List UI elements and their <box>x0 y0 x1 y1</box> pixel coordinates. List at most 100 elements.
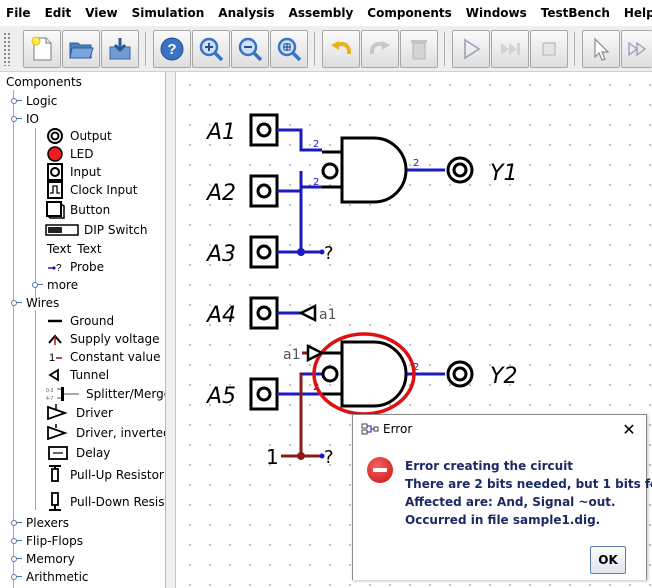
collapsed-node-icon <box>31 280 43 290</box>
tree-item-output[interactable]: Output <box>44 127 112 145</box>
tree-node-logic[interactable]: Logic <box>10 92 57 110</box>
tree-item-pull-up[interactable]: Pull-Up Resistor <box>44 465 164 484</box>
menu-assembly[interactable]: Assembly <box>288 6 354 20</box>
probe-icon: ? <box>44 258 66 276</box>
menu-view[interactable]: View <box>85 6 118 20</box>
error-message-line: Affected are: And, Signal ~out. <box>405 495 616 509</box>
collapsed-node-icon <box>10 518 22 528</box>
tree-item-label: Driver, inverted s <box>76 426 166 440</box>
probe-unknown-value: ? <box>324 243 334 264</box>
tree-item-label: DIP Switch <box>84 223 148 237</box>
tree-item-driver[interactable]: Driver <box>44 404 113 422</box>
undo-button[interactable] <box>322 30 360 68</box>
menu-analysis[interactable]: Analysis <box>218 6 275 20</box>
app-icon <box>361 423 379 435</box>
redo-button[interactable] <box>361 30 399 68</box>
tree-item-button[interactable]: Button <box>44 201 110 219</box>
step-button[interactable] <box>491 30 529 68</box>
menu-components[interactable]: Components <box>367 6 452 20</box>
zoom-fit-button[interactable] <box>270 30 308 68</box>
run-button[interactable] <box>452 30 490 68</box>
tree-item-probe[interactable]: ? Probe <box>44 258 104 276</box>
dialog-title: Error <box>383 422 413 436</box>
tree-item-label: Pull-Down Resisto <box>70 495 166 509</box>
tree-item-led[interactable]: LED <box>44 145 94 163</box>
toolbar-grip[interactable] <box>3 32 11 66</box>
bit-label: 2 <box>313 177 319 188</box>
and-gate-1[interactable] <box>340 136 408 204</box>
dialog-titlebar[interactable]: Error ✕ <box>353 415 646 443</box>
menu-testbench[interactable]: TestBench <box>540 6 610 20</box>
tree-node-plexers[interactable]: Plexers <box>10 514 69 532</box>
tree-item-ground[interactable]: Ground <box>44 312 114 330</box>
constant-value[interactable]: 1 <box>266 445 279 469</box>
menu-windows[interactable]: Windows <box>465 6 527 20</box>
new-button[interactable] <box>23 30 61 68</box>
save-button[interactable] <box>101 30 139 68</box>
error-message-line: Occurred in file sample1.dig. <box>405 513 601 527</box>
and-gate-2[interactable] <box>340 340 408 408</box>
close-icon[interactable]: ✕ <box>622 419 636 439</box>
tree-scrollbar[interactable] <box>166 72 176 588</box>
menu-help[interactable]: Help <box>623 6 652 20</box>
select-icon <box>594 37 610 61</box>
select-button[interactable] <box>582 30 620 68</box>
collapsed-node-icon <box>10 572 22 582</box>
input-a4[interactable] <box>249 296 279 330</box>
tree-item-dip-switch[interactable]: DIP Switch <box>44 221 148 239</box>
tree-node-memory[interactable]: Memory <box>10 550 75 568</box>
bit-label: 2 <box>413 158 419 169</box>
bit-label: 2 <box>413 362 419 373</box>
tree-node-arithmetic[interactable]: Arithmetic <box>10 568 89 586</box>
tree-item-label: Input <box>70 165 102 179</box>
tree-node-flip-flops[interactable]: Flip-Flops <box>10 532 83 550</box>
toolbar: ? <box>0 26 652 72</box>
tree-node-label: Wires <box>26 296 60 310</box>
input-label-a3: A3 <box>205 242 236 267</box>
menu-bar: File Edit View Simulation Analysis Assem… <box>0 0 652 26</box>
tunnel-out[interactable] <box>298 303 317 323</box>
open-button[interactable] <box>62 30 100 68</box>
invert-bubble <box>321 162 339 180</box>
tree-item-clock-input[interactable]: Clock Input <box>44 181 138 199</box>
tunnel-label: a1 <box>319 307 337 323</box>
input-label-a5: A5 <box>205 384 236 409</box>
zoom-in-button[interactable] <box>192 30 230 68</box>
tree-item-constant-value[interactable]: 1 Constant value <box>44 348 161 366</box>
menu-simulation[interactable]: Simulation <box>131 6 205 20</box>
help-button[interactable]: ? <box>153 30 191 68</box>
collapsed-node-icon <box>10 536 22 546</box>
svg-text:1: 1 <box>49 352 55 364</box>
menu-file[interactable]: File <box>6 6 31 20</box>
circuit-diagram: A1 A2 A3 A4 A5 Y1 Y2 <box>205 113 517 469</box>
tree-node-wires[interactable]: Wires <box>10 294 59 312</box>
tree-item-input[interactable]: Input <box>44 163 101 181</box>
input-label-a4: A4 <box>205 303 236 328</box>
tree-node-label: Memory <box>26 552 75 566</box>
tree-item-driver-inverted[interactable]: Driver, inverted s <box>44 424 166 442</box>
stop-button[interactable] <box>530 30 568 68</box>
tree-item-label: Pull-Up Resistor <box>70 468 164 482</box>
tree-item-pull-down[interactable]: Pull-Down Resisto <box>44 492 166 511</box>
ok-button[interactable]: OK <box>590 546 626 574</box>
delete-button[interactable] <box>400 30 438 68</box>
error-message-line: Error creating the circuit <box>405 459 574 473</box>
tree-root[interactable]: Components <box>6 73 82 91</box>
tree-item-supply-voltage[interactable]: Supply voltage <box>44 330 160 348</box>
expanded-node-icon <box>10 298 22 308</box>
tree-item-label: Constant value <box>70 350 161 364</box>
driver-inverted-icon <box>44 424 72 442</box>
error-dialog: Error ✕ Error creating the circuit There… <box>352 414 652 580</box>
tree-item-splitter-merger[interactable]: 0-34-7 Splitter/Merger <box>44 385 165 403</box>
zoom-out-button[interactable] <box>231 30 269 68</box>
tree-item-delay[interactable]: Delay <box>44 444 110 462</box>
tree-item-label: Probe <box>70 260 105 274</box>
delay-icon <box>44 444 72 462</box>
tunnel-in[interactable] <box>306 343 325 363</box>
tree-node-more[interactable]: more <box>31 276 78 294</box>
tree-node-io[interactable]: IO <box>10 110 39 128</box>
menu-edit[interactable]: Edit <box>44 6 72 20</box>
fast-run-button[interactable] <box>621 30 652 68</box>
tree-item-tunnel[interactable]: Tunnel <box>44 366 109 384</box>
